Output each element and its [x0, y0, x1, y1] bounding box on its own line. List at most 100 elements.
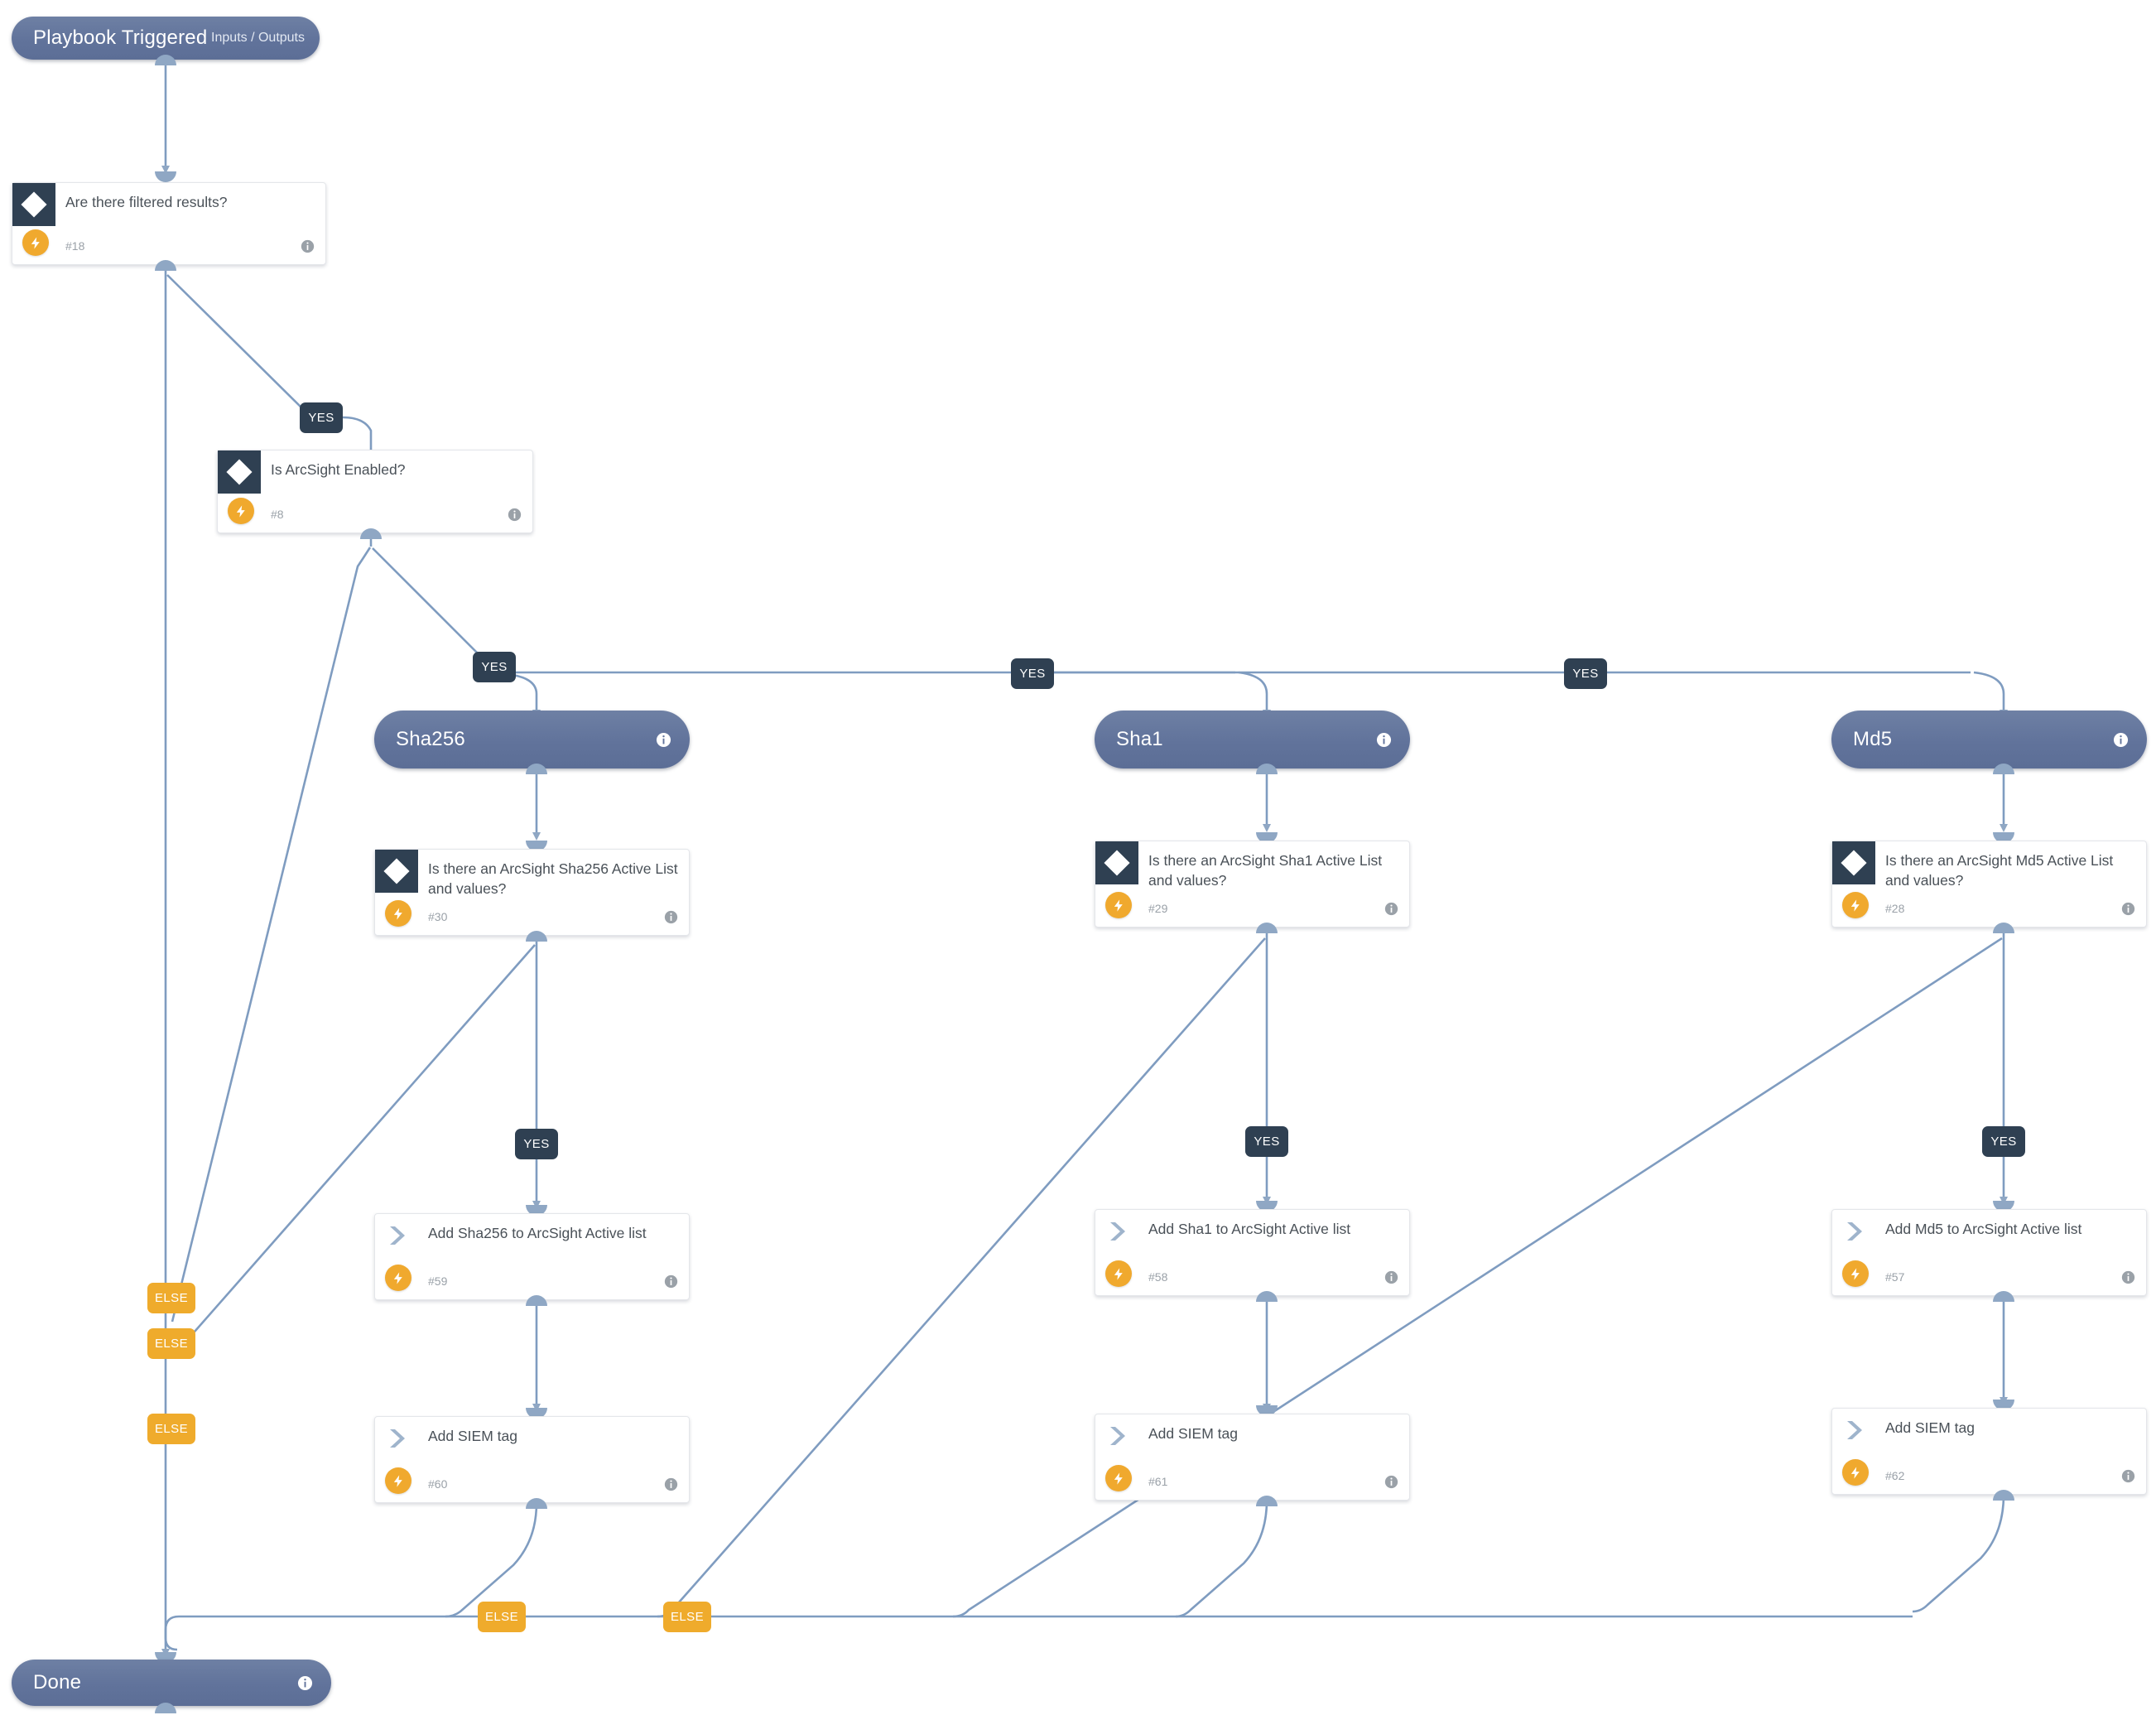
info-icon[interactable] [656, 732, 671, 748]
edge-label-else-3: ELSE [147, 1414, 195, 1444]
info-icon[interactable] [297, 1675, 313, 1691]
connector-nub [1993, 764, 2014, 774]
connector-nub [1256, 1201, 1278, 1212]
chevron-right-icon [1095, 1414, 1138, 1457]
node-title: Add SIEM tag [1148, 1425, 1238, 1442]
node-group-sha256[interactable]: Sha256 [374, 711, 690, 768]
edge-label-else-2: ELSE [147, 1328, 195, 1359]
node-title: Is there an ArcSight Md5 Active List and… [1885, 852, 2114, 889]
node-number: #28 [1885, 902, 1905, 915]
node-number: #8 [271, 508, 284, 521]
lightning-bolt-icon [22, 229, 49, 256]
edge-label-yes: YES [300, 402, 343, 433]
lightning-bolt-icon [385, 1467, 411, 1494]
info-icon[interactable] [2113, 732, 2129, 748]
info-icon[interactable] [2121, 1469, 2135, 1483]
connector-nub [526, 931, 547, 942]
edge-label-yes-md5: YES [1564, 658, 1607, 689]
lightning-bolt-icon [228, 498, 254, 524]
node-is-there-arcsight-sha256-active-list[interactable]: Is there an ArcSight Sha256 Active List … [374, 849, 690, 936]
info-icon[interactable] [664, 910, 678, 924]
node-add-siem-tag-md5[interactable]: Add SIEM tag #62 [1831, 1408, 2147, 1495]
connector-nub [526, 1498, 547, 1509]
connector-nub [1256, 1291, 1278, 1302]
inputs-outputs-link[interactable]: Inputs / Outputs [211, 31, 305, 45]
node-number: #58 [1148, 1270, 1168, 1284]
edge-label-yes-sha1: YES [1011, 658, 1054, 689]
edge-label-else-5: ELSE [663, 1602, 711, 1632]
node-playbook-triggered[interactable]: Playbook Triggered Inputs / Outputs [12, 17, 320, 60]
node-number: #61 [1148, 1475, 1168, 1488]
node-number: #62 [1885, 1469, 1905, 1482]
connector-nub [360, 528, 382, 539]
lightning-bolt-icon [1105, 892, 1132, 918]
node-title: Add Md5 to ArcSight Active list [1885, 1221, 2082, 1237]
chevron-right-icon [375, 1214, 418, 1257]
node-is-arcsight-enabled[interactable]: Is ArcSight Enabled? #8 [217, 450, 533, 533]
connector-nub [1256, 832, 1278, 843]
node-add-siem-tag-sha1[interactable]: Add SIEM tag #61 [1095, 1414, 1410, 1501]
info-icon[interactable] [2121, 1270, 2135, 1284]
edge-label-yes-md5-list: YES [1982, 1126, 2025, 1157]
lightning-bolt-icon [385, 1265, 411, 1291]
connector-nub [155, 1703, 176, 1713]
connector-nub [526, 1205, 547, 1216]
chevron-right-icon [375, 1417, 418, 1460]
info-icon[interactable] [664, 1477, 678, 1491]
node-number: #59 [428, 1274, 448, 1288]
connector-nub [526, 1408, 547, 1419]
node-done[interactable]: Done [12, 1660, 331, 1706]
node-title: Is there an ArcSight Sha256 Active List … [428, 860, 678, 897]
info-icon[interactable] [1384, 902, 1398, 916]
node-title: Add SIEM tag [428, 1428, 517, 1444]
node-title: Sha1 [1116, 728, 1163, 750]
node-title: Playbook Triggered [33, 26, 208, 49]
info-icon[interactable] [301, 239, 315, 253]
lightning-bolt-icon [1105, 1260, 1132, 1287]
node-title: Add Sha1 to ArcSight Active list [1148, 1221, 1351, 1237]
node-title: Add SIEM tag [1885, 1419, 1975, 1436]
connector-nub [1256, 923, 1278, 933]
connector-nub [155, 55, 176, 65]
edge-label-yes-sha256-list: YES [515, 1129, 558, 1159]
node-is-there-arcsight-sha1-active-list[interactable]: Is there an ArcSight Sha1 Active List an… [1095, 841, 1410, 927]
connector-nub [1993, 1400, 2014, 1410]
connector-nub [1993, 1201, 2014, 1212]
connector-nub [526, 1295, 547, 1306]
info-icon[interactable] [1376, 732, 1392, 748]
chevron-right-icon [1832, 1409, 1875, 1452]
node-add-sha1-to-arcsight-active-list[interactable]: Add Sha1 to ArcSight Active list #58 [1095, 1209, 1410, 1296]
node-number: #60 [428, 1477, 448, 1491]
info-icon[interactable] [1384, 1475, 1398, 1489]
node-is-there-arcsight-md5-active-list[interactable]: Is there an ArcSight Md5 Active List and… [1831, 841, 2147, 927]
node-title: Are there filtered results? [65, 194, 228, 210]
lightning-bolt-icon [1842, 892, 1869, 918]
lightning-bolt-icon [385, 900, 411, 927]
info-icon[interactable] [508, 508, 522, 522]
node-number: #57 [1885, 1270, 1905, 1284]
connector-nub [1993, 923, 2014, 933]
connector-nub [1993, 1291, 2014, 1302]
node-title: Sha256 [396, 728, 465, 750]
node-title: Md5 [1853, 728, 1893, 750]
diamond-icon [1095, 841, 1138, 884]
edge-label-yes-sha256: YES [473, 652, 516, 682]
info-icon[interactable] [664, 1274, 678, 1289]
connector-nub [526, 764, 547, 774]
node-add-sha256-to-arcsight-active-list[interactable]: Add Sha256 to ArcSight Active list #59 [374, 1213, 690, 1300]
info-icon[interactable] [1384, 1270, 1398, 1284]
node-are-there-filtered-results[interactable]: Are there filtered results? #18 [12, 182, 326, 265]
connector-nub [1256, 1496, 1278, 1506]
edge-label-else-1: ELSE [147, 1283, 195, 1313]
node-group-md5[interactable]: Md5 [1831, 711, 2147, 768]
info-icon[interactable] [2121, 902, 2135, 916]
node-add-md5-to-arcsight-active-list[interactable]: Add Md5 to ArcSight Active list #57 [1831, 1209, 2147, 1296]
node-title: Add Sha256 to ArcSight Active list [428, 1225, 647, 1241]
diamond-icon [12, 183, 55, 226]
lightning-bolt-icon [1105, 1465, 1132, 1491]
chevron-right-icon [1095, 1210, 1138, 1253]
node-add-siem-tag-sha256[interactable]: Add SIEM tag #60 [374, 1416, 690, 1503]
node-group-sha1[interactable]: Sha1 [1095, 711, 1410, 768]
node-number: #30 [428, 910, 448, 923]
